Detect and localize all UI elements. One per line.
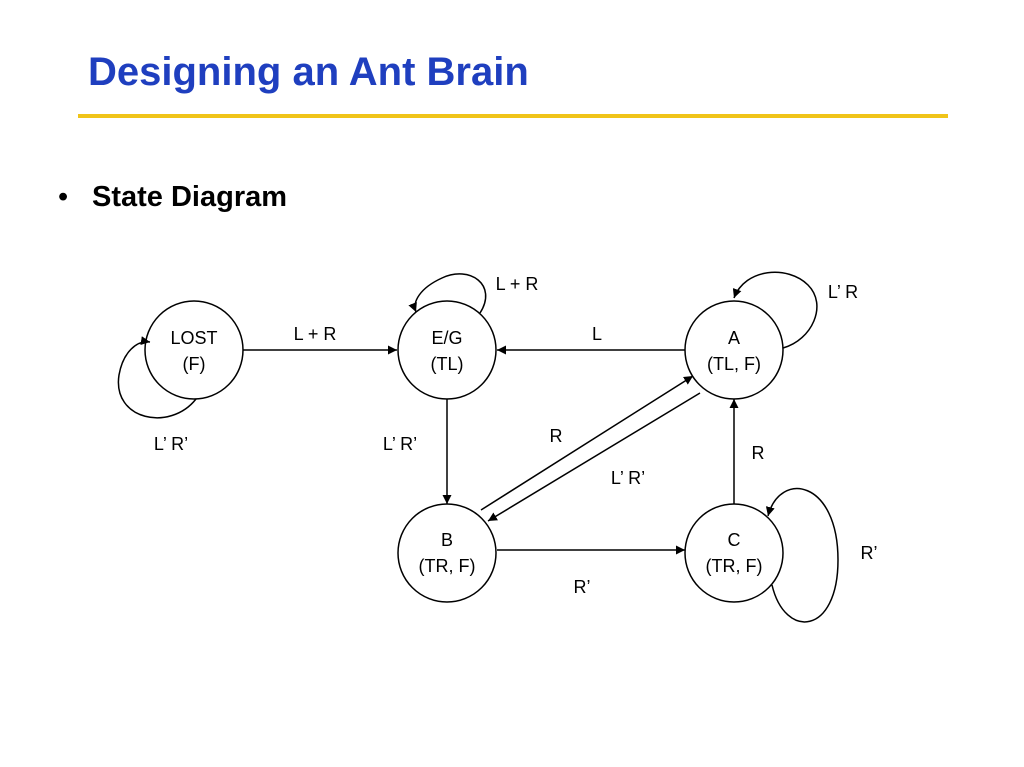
transition-b-c: R’ xyxy=(497,545,685,597)
transition-lost-self: L’ R’ xyxy=(117,336,197,454)
state-b-name: B xyxy=(441,530,453,550)
transition-eg-self-label: L + R xyxy=(496,274,539,294)
transition-eg-b: L’ R’ xyxy=(383,399,452,504)
transition-eg-self-arrow xyxy=(408,273,487,314)
transition-a-b-arrow xyxy=(487,392,701,522)
state-c-name: C xyxy=(728,530,741,550)
transition-lost-self-arrow xyxy=(117,336,197,419)
transition-c-self-label: R’ xyxy=(861,543,878,563)
transition-a-eg: L xyxy=(497,324,685,355)
transition-c-a-label: R xyxy=(752,443,765,463)
state-a-circle xyxy=(684,300,784,400)
state-b-output: (TR, F) xyxy=(419,556,476,576)
transition-eg-b-label: L’ R’ xyxy=(383,434,417,454)
state-b: B (TR, F) xyxy=(397,503,497,603)
transition-b-a-arrow xyxy=(480,375,694,511)
transition-c-self: R’ xyxy=(765,488,878,623)
state-c: C (TR, F) xyxy=(684,503,784,603)
bullet-item: • State Diagram xyxy=(58,181,288,214)
bullet-text: State Diagram xyxy=(92,181,288,213)
state-eg-output: (TL) xyxy=(431,354,464,374)
transition-lost-eg-label: L + R xyxy=(294,324,337,344)
state-c-output: (TR, F) xyxy=(706,556,763,576)
state-lost-name: LOST xyxy=(170,328,217,348)
transition-a-eg-label: L xyxy=(592,324,602,344)
transition-lost-eg: L + R xyxy=(243,324,397,355)
transition-b-c-label: R’ xyxy=(574,577,591,597)
state-c-circle xyxy=(684,503,784,603)
transition-lost-self-label: L’ R’ xyxy=(154,434,188,454)
transition-a-b-label: L’ R’ xyxy=(611,468,645,488)
transition-b-a-label: R xyxy=(550,426,563,446)
bullet-marker: • xyxy=(58,181,69,213)
state-eg-name: E/G xyxy=(431,328,462,348)
transition-b-a: R xyxy=(480,375,694,511)
state-a: A (TL, F) xyxy=(684,300,784,400)
transition-eg-self: L + R xyxy=(408,273,539,314)
state-eg-circle xyxy=(397,300,497,400)
transition-a-self-arrow xyxy=(732,271,818,349)
slide-title: Designing an Ant Brain xyxy=(88,50,529,94)
transition-a-self-label: L’ R xyxy=(828,282,858,302)
state-lost: LOST (F) xyxy=(144,300,244,400)
transition-c-a: R xyxy=(729,399,765,504)
state-eg: E/G (TL) xyxy=(397,300,497,400)
title-underline xyxy=(78,114,948,118)
transition-a-self: L’ R xyxy=(732,271,858,349)
state-lost-output: (F) xyxy=(183,354,206,374)
state-a-name: A xyxy=(728,328,740,348)
state-b-circle xyxy=(397,503,497,603)
transition-c-self-arrow xyxy=(765,488,839,623)
state-a-output: (TL, F) xyxy=(707,354,761,374)
state-lost-circle xyxy=(144,300,244,400)
transition-a-b: L’ R’ xyxy=(487,392,701,522)
